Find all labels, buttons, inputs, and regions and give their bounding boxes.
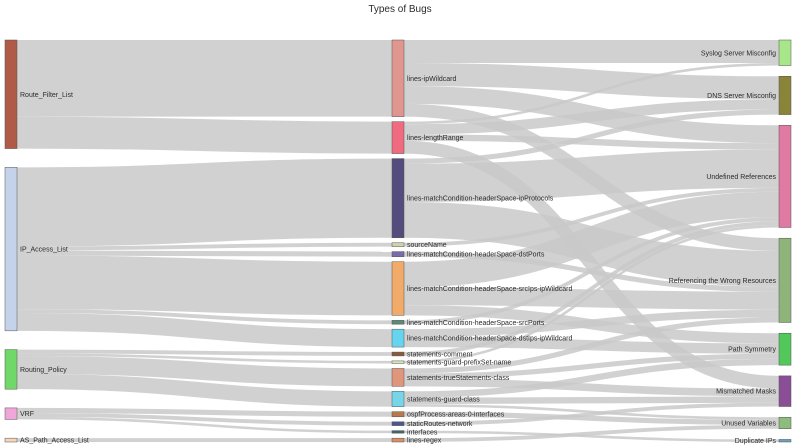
flow-link-stat-to-masks (403, 402, 780, 426)
chart-title: Types of Bugs (368, 4, 431, 15)
node-regex (391, 437, 405, 443)
nodes-layer: Route_Filter_ListIP_Access_ListRouting_P… (4, 39, 792, 445)
node-comm (391, 351, 405, 357)
node-label-dup: Duplicate IPs (735, 438, 777, 445)
node-dns (778, 76, 792, 115)
node-label-dns: DNS Server Misconfig (707, 93, 776, 100)
flow-link-pfx-to-undef (403, 224, 780, 364)
flow-link-wild-to-dns (403, 62, 780, 100)
flow-link-regex-to-unused (403, 424, 780, 443)
node-label-comm: statements-comment (407, 351, 472, 358)
node-undef (778, 125, 792, 228)
node-tsc (391, 368, 405, 387)
node-wild (391, 39, 405, 117)
node-label-tsc: statements-trueStatements-class (407, 375, 510, 382)
node-label-rfl: Route_Filter_List (20, 92, 73, 99)
flow-link-rp-to-gcl (16, 373, 393, 407)
node-label-proto: lines-matchCondition-headerSpace-ipProto… (407, 196, 554, 203)
node-label-len: lines-lengthRange (407, 135, 464, 142)
node-label-regex: lines-regex (407, 438, 442, 445)
flow-link-proto-to-undef (403, 149, 780, 203)
flow-link-tsc-to-wrong (403, 317, 780, 374)
node-label-unused: Unused Variables (721, 420, 776, 427)
node-label-rp: Routing_Policy (20, 367, 67, 374)
flow-link-gcl-to-pathsym (403, 358, 780, 398)
node-pathsym (778, 332, 792, 366)
flow-link-vrf-to-intf (16, 416, 393, 434)
node-syslog (778, 39, 792, 66)
flow-link-srcip-to-undef (403, 191, 780, 288)
node-label-pathsym: Path Symmetry (728, 347, 776, 354)
node-srcp (391, 320, 405, 325)
flow-link-tsc-to-masks (403, 378, 780, 397)
node-label-undef: Undefined References (706, 174, 776, 181)
node-label-srcp: lines-matchCondition-headerSpace-srcPort… (407, 320, 545, 327)
node-wrong (778, 237, 792, 323)
flow-link-vrf-to-stat (16, 413, 393, 426)
flow-link-src-to-undef (403, 187, 780, 247)
node-label-src: sourceName (407, 242, 447, 249)
flow-link-intf-to-dup (403, 430, 780, 443)
node-gcl (391, 391, 405, 407)
node-rp (4, 349, 18, 390)
node-dup (778, 439, 792, 443)
node-label-dstip: lines-matchCondition-headerSpace-dstIps-… (407, 336, 572, 343)
node-dstip (391, 328, 405, 348)
node-label-wrong: Referencing the Wrong Resources (669, 278, 777, 285)
node-rfl (4, 39, 18, 149)
flow-link-srcip-to-wrong (403, 287, 780, 310)
flow-link-ospf-to-unused (403, 411, 780, 425)
flow-link-rfl-to-len (16, 116, 393, 154)
node-label-ospf: ospfProcess-areas-0-interfaces (407, 412, 505, 419)
flow-link-ipal-to-srcip (16, 255, 393, 316)
node-intf (391, 430, 405, 434)
node-ipal (4, 167, 18, 332)
flow-link-proto-to-dns (403, 109, 780, 164)
flow-link-ipal-to-dstp (16, 250, 393, 257)
node-label-dstp: lines-matchCondition-headerSpace-dstPort… (407, 252, 545, 259)
flow-link-rp-to-pfx (16, 353, 393, 364)
node-aspal (4, 437, 18, 443)
node-pfx (391, 360, 405, 364)
node-label-vrf: VRF (20, 411, 34, 418)
links-layer (16, 39, 780, 443)
node-label-pfx: statements-guard-prefixSet-name (407, 360, 511, 367)
node-proto (391, 158, 405, 239)
node-label-srcip: lines-matchCondition-headerSpace-srcIps-… (407, 286, 572, 293)
flow-link-ipal-to-srcp (16, 309, 393, 325)
node-stat (391, 421, 405, 426)
flow-link-ipal-to-src (16, 242, 393, 251)
node-label-syslog: Syslog Server Misconfig (701, 50, 776, 57)
flow-link-gcl-to-masks (403, 396, 780, 405)
node-label-stat: staticRoutes-network (407, 421, 473, 428)
node-label-aspal: AS_Path_Access_List (20, 438, 89, 445)
flow-link-rp-to-tsc (16, 355, 393, 387)
node-label-masks: Mismatched Masks (716, 389, 776, 396)
node-ospf (391, 411, 405, 418)
flow-link-len-to-dns (403, 99, 780, 135)
flow-link-srcp-to-undef (403, 217, 780, 325)
flow-link-ipal-to-dstip (16, 312, 393, 348)
node-srcip (391, 261, 405, 316)
flow-link-rp-to-comm (16, 349, 393, 356)
node-label-wild: lines-ipWildcard (407, 76, 457, 83)
flow-link-len-to-undef (403, 134, 780, 150)
flow-link-dstip-to-wrong (403, 309, 780, 337)
node-masks (778, 375, 792, 407)
node-label-intf: interfaces (407, 429, 438, 436)
node-label-ipal: IP_Access_List (20, 247, 68, 254)
flow-link-tsc-to-pathsym (403, 353, 780, 379)
flow-link-gcl-to-unused (403, 404, 780, 420)
flow-link-vrf-to-ospf (16, 407, 393, 417)
flow-link-ipal-to-proto (16, 158, 393, 247)
flow-link-comm-to-undef (403, 221, 780, 356)
node-unused (778, 416, 792, 429)
node-dstp (391, 251, 405, 257)
node-src (391, 242, 405, 247)
node-len (391, 121, 405, 154)
node-vrf (4, 407, 18, 420)
node-label-gcl: statements-guard-class (407, 397, 480, 404)
flow-link-len-to-syslog (403, 62, 780, 125)
